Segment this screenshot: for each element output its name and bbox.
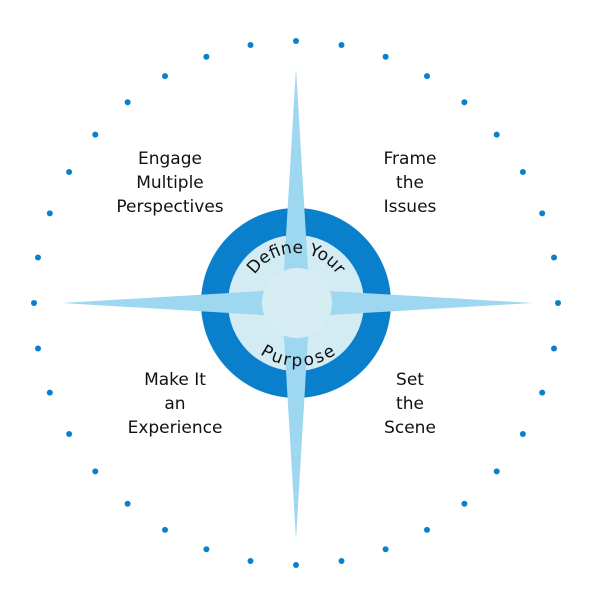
quadrant-label-top-left: Engage Multiple Perspectives	[116, 149, 224, 217]
dot-ring	[31, 38, 561, 568]
quadrant-label-bottom-left: Make It an Experience	[127, 370, 223, 438]
ring-dot	[424, 73, 430, 80]
ring-dot	[31, 300, 37, 306]
compass-arm-west	[62, 289, 296, 317]
ring-dot	[293, 38, 299, 44]
ring-dot	[461, 500, 468, 507]
quadrant-label-top-right: Frame the Issues	[383, 149, 437, 217]
quadrant-label-bottom-right: Set the Scene	[384, 370, 436, 438]
ring-dot	[247, 558, 254, 564]
ring-dot	[66, 169, 73, 175]
ring-dot	[424, 526, 430, 533]
ring-dot	[539, 210, 546, 217]
ring-dot	[519, 431, 526, 437]
compass-arm-east	[296, 289, 533, 317]
ring-dot	[539, 389, 546, 396]
ring-dot	[519, 169, 526, 175]
ring-dot	[338, 558, 345, 564]
ring-dot	[203, 546, 210, 553]
ring-dot	[66, 431, 73, 437]
ring-dot	[493, 131, 500, 138]
ring-dot	[35, 345, 41, 352]
compass-arm-north	[282, 68, 310, 303]
ring-dot	[162, 526, 168, 533]
ring-dot	[293, 562, 299, 568]
ring-dot	[203, 53, 210, 60]
ring-dot	[551, 345, 557, 352]
compass-arm-south	[282, 303, 310, 540]
ring-dot	[247, 42, 254, 48]
ring-dot	[162, 73, 168, 80]
ring-dot	[382, 546, 389, 553]
ring-dot	[92, 131, 99, 138]
ring-dot	[92, 468, 99, 475]
ring-dot	[35, 254, 41, 261]
ring-dot	[551, 254, 557, 261]
ring-dot	[382, 53, 389, 60]
ring-dot	[124, 99, 131, 106]
ring-dot	[46, 210, 53, 217]
ring-dot	[124, 500, 131, 507]
ring-dot	[555, 300, 561, 306]
ring-dot	[493, 468, 500, 475]
ring-dot	[461, 99, 468, 106]
ring-dot	[338, 42, 345, 48]
center-disc	[262, 268, 332, 338]
ring-dot	[46, 389, 53, 396]
compass-arms	[62, 68, 533, 540]
